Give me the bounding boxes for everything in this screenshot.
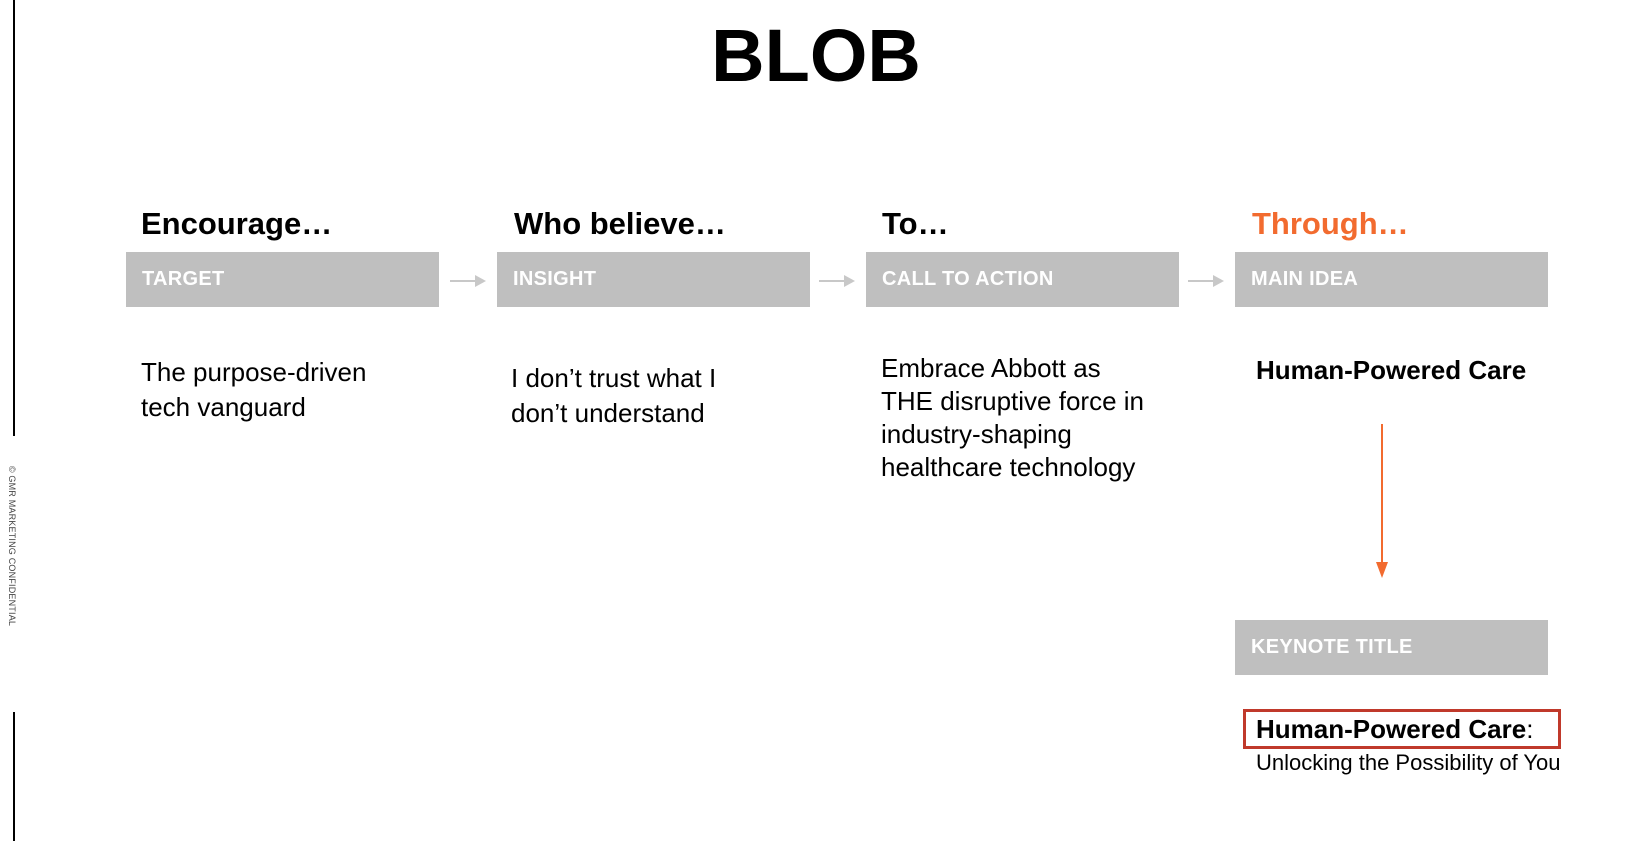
keynote-highlight-box	[1243, 709, 1561, 749]
keynote-subtitle: Unlocking the Possibility of You	[1256, 750, 1561, 775]
flow-arrow-icon	[1188, 275, 1224, 287]
heading-who-believe: Who believe…	[514, 206, 726, 241]
label-call-to-action: CALL TO ACTION	[882, 268, 1054, 290]
target-text-line: tech vanguard	[141, 392, 306, 422]
label-bar-main-idea: MAIN IDEA	[1235, 252, 1548, 307]
keynote-title: Human-Powered Care:	[1256, 712, 1533, 746]
label-keynote-title: KEYNOTE TITLE	[1251, 636, 1413, 658]
insight-text-line: I don’t trust what I	[511, 363, 717, 393]
confidential-footer: © GMR MARKETING CONFIDENTIAL	[2, 463, 22, 629]
confidential-text: © GMR MARKETING CONFIDENTIAL	[7, 465, 17, 627]
target-text-line: The purpose-driven	[141, 357, 367, 387]
label-bar-keynote-title: KEYNOTE TITLE	[1235, 620, 1548, 675]
label-main-idea: MAIN IDEA	[1251, 268, 1359, 290]
call-to-action-text-line: THE disruptive force in	[881, 386, 1144, 416]
main-idea-text: Human-Powered Care	[1256, 355, 1527, 385]
label-target: TARGET	[142, 268, 225, 290]
target-text: The purpose-driven tech vanguard	[141, 355, 366, 425]
call-to-action-text-line: Embrace Abbott as	[881, 353, 1101, 383]
down-arrow-icon	[1376, 424, 1388, 578]
slide-title: BLOB	[711, 14, 921, 97]
call-to-action-text: Embrace Abbott as THE disruptive force i…	[881, 352, 1144, 484]
heading-through: Through…	[1252, 206, 1409, 241]
insight-text-line: don’t understand	[511, 398, 705, 428]
label-bar-call-to-action: CALL TO ACTION	[866, 252, 1179, 307]
heading-to: To…	[882, 206, 949, 241]
left-edge-line-bottom	[13, 712, 15, 841]
heading-encourage: Encourage…	[141, 206, 333, 241]
call-to-action-text-line: industry-shaping	[881, 419, 1072, 449]
label-bar-insight: INSIGHT	[497, 252, 810, 307]
call-to-action-text-line: healthcare technology	[881, 452, 1136, 482]
label-insight: INSIGHT	[513, 268, 597, 290]
keynote-title-text: Human-Powered Care	[1256, 714, 1527, 744]
left-edge-line-top	[13, 0, 15, 436]
flow-arrow-icon	[450, 275, 486, 287]
keynote-title-colon: :	[1526, 714, 1534, 744]
insight-text: I don’t trust what I don’t understand	[511, 361, 716, 431]
flow-arrow-icon	[819, 275, 855, 287]
label-bar-target: TARGET	[126, 252, 439, 307]
